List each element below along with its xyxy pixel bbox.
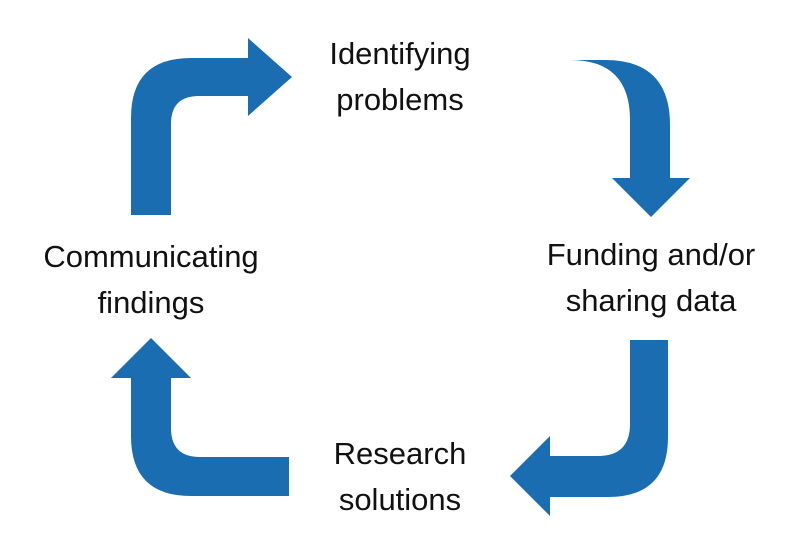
node-label-line: Funding and/or — [546, 237, 756, 272]
node-label-line: solutions — [338, 482, 462, 517]
node-label-line: Identifying — [329, 36, 471, 71]
node-identifying-problems: Identifying problems — [300, 31, 500, 123]
node-label-line: Communicating — [43, 239, 259, 274]
node-label-line: findings — [97, 285, 205, 320]
node-label-line: problems — [336, 82, 464, 117]
node-label-line: Research — [333, 436, 467, 471]
node-label-line: sharing data — [565, 283, 737, 318]
node-research-solutions: Research solutions — [300, 431, 500, 523]
arrow-research-to-communicating — [111, 338, 289, 496]
arrow-identifying-to-funding — [513, 60, 690, 217]
node-funding-sharing-data: Funding and/or sharing data — [521, 232, 781, 324]
arrow-funding-to-research — [510, 340, 668, 516]
arrow-communicating-to-identifying — [131, 38, 292, 215]
node-communicating-findings: Communicating findings — [16, 234, 286, 326]
